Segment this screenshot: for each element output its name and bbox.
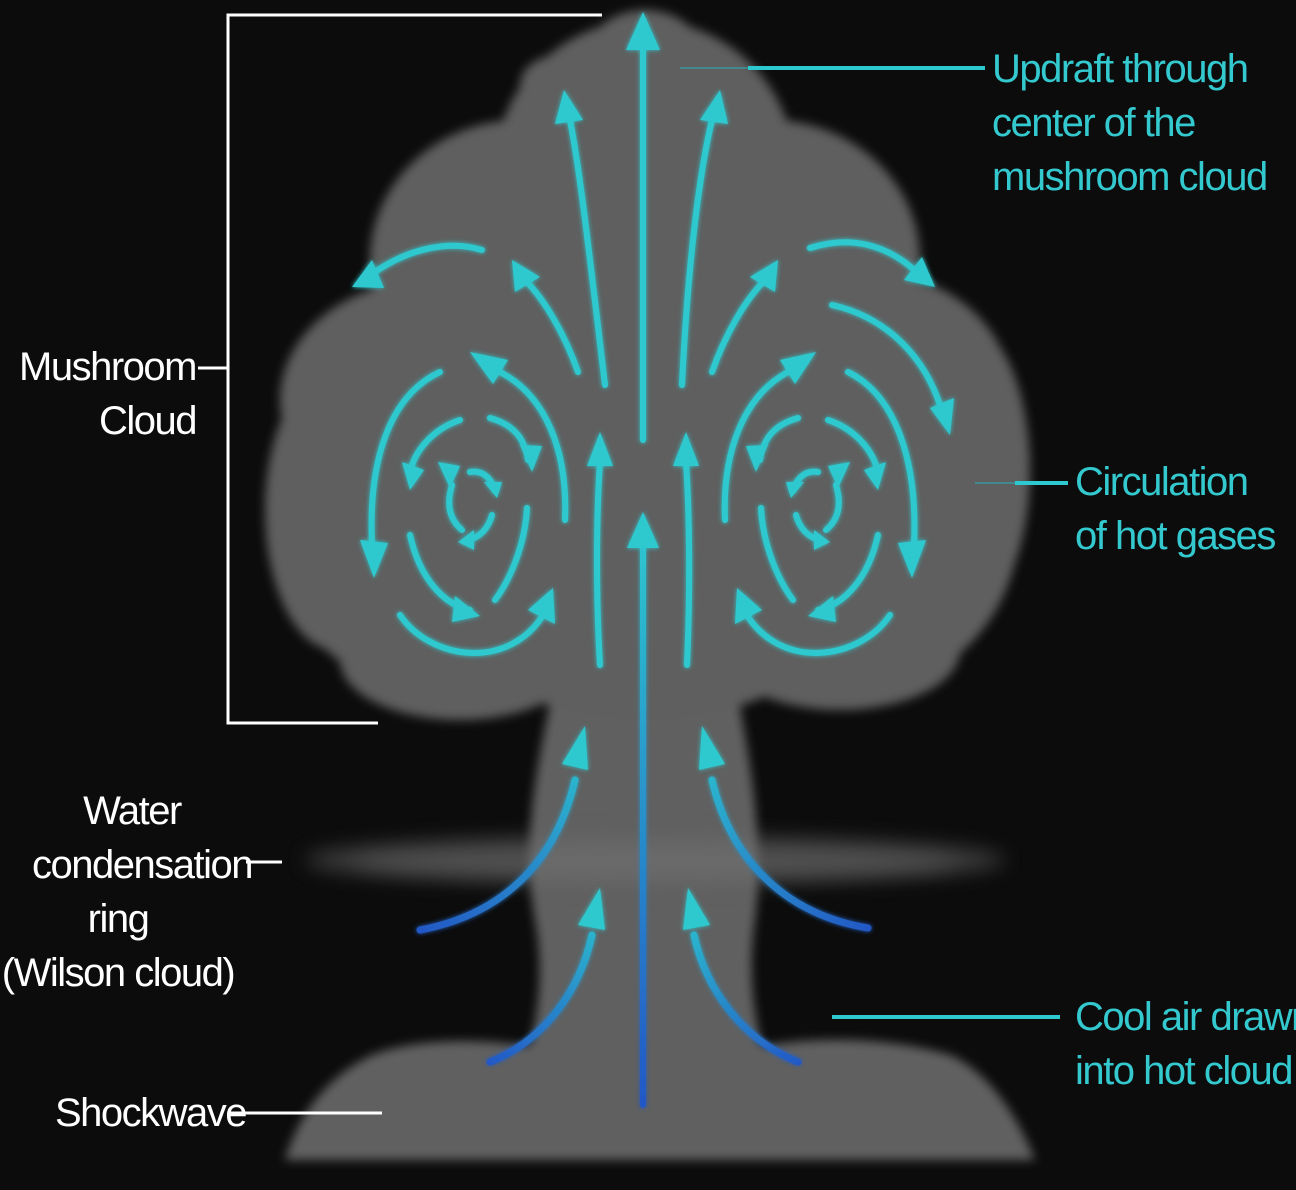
- label-updraft-line-1: Updraft through: [992, 42, 1267, 96]
- mushroom-cloud-shape: [265, 10, 1035, 1160]
- label-cool-air-line-2: into hot cloud: [1075, 1044, 1296, 1098]
- label-water-ring-line-3: ring: [0, 892, 236, 946]
- label-updraft-line-2: center of the: [992, 96, 1267, 150]
- label-mushroom-cloud-line-1: Mushroom: [19, 340, 196, 394]
- label-circulation-line-1: Circulation: [1075, 455, 1275, 509]
- label-cool-air: Cool air drawn into hot cloud: [1075, 990, 1296, 1098]
- label-shockwave: Shockwave: [55, 1086, 246, 1140]
- label-mushroom-cloud: Mushroom Cloud: [19, 340, 196, 448]
- label-mushroom-cloud-line-2: Cloud: [19, 394, 196, 448]
- label-water-ring-line-1: Water: [0, 784, 236, 838]
- label-shockwave-line-1: Shockwave: [55, 1086, 246, 1140]
- label-water-ring-line-4: (Wilson cloud): [0, 946, 236, 1000]
- label-water-condensation-ring: Water condensation ring (Wilson cloud): [0, 784, 236, 1000]
- label-updraft: Updraft through center of the mushroom c…: [992, 42, 1267, 204]
- label-updraft-line-3: mushroom cloud: [992, 150, 1267, 204]
- label-circulation: Circulation of hot gases: [1075, 455, 1275, 563]
- label-circulation-line-2: of hot gases: [1075, 509, 1275, 563]
- label-cool-air-line-1: Cool air drawn: [1075, 990, 1296, 1044]
- label-water-ring-line-2: condensation: [0, 838, 236, 892]
